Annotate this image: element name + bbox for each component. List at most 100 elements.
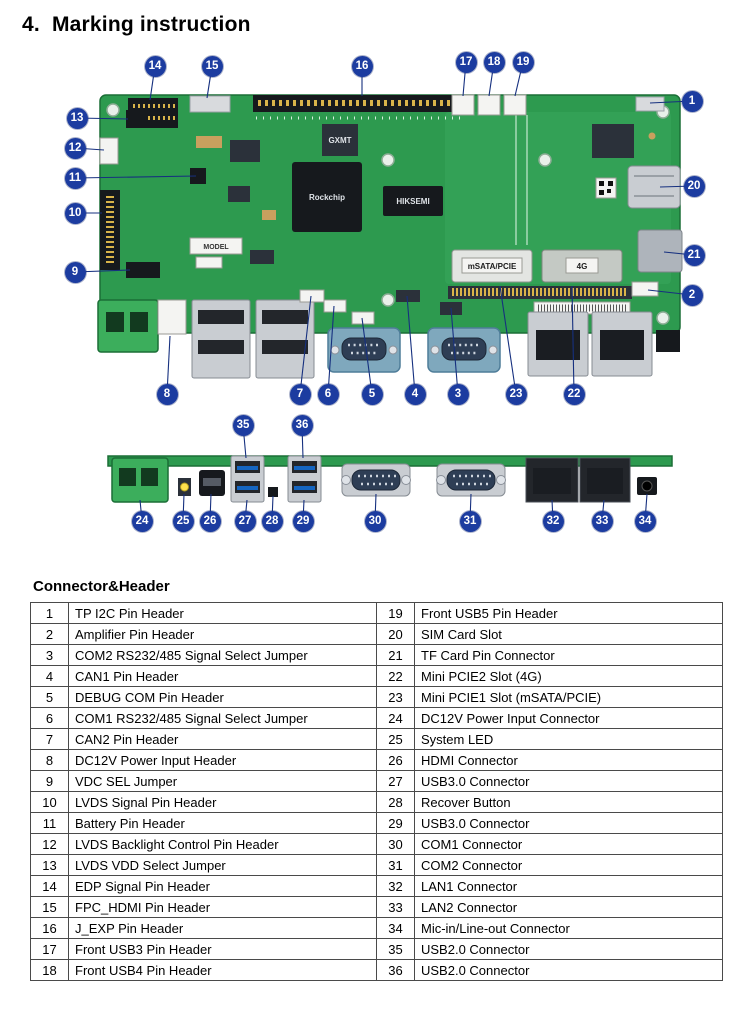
usb-stack (255, 299, 315, 379)
serial-port (327, 327, 401, 373)
callout-1: 1 (681, 90, 703, 112)
row-number: 3 (30, 644, 69, 666)
main-board-image: GXMT Rockchip HIKSEMI (97, 94, 683, 379)
callout-24: 24 (131, 510, 153, 532)
row-number: 19 (376, 602, 415, 624)
can2-header (299, 289, 325, 303)
svg-text:GXMT: GXMT (328, 136, 351, 145)
row-number: 25 (376, 728, 415, 750)
row-description: LAN1 Connector (414, 875, 723, 897)
row-description: COM2 Connector (414, 854, 723, 876)
row-number: 2 (30, 623, 69, 645)
callout-3: 3 (447, 383, 469, 405)
com1-select-jumper (323, 299, 347, 313)
row-number: 20 (376, 623, 415, 645)
row-number: 27 (376, 770, 415, 792)
row-description: Mini PCIE2 Slot (4G) (414, 665, 723, 687)
row-description: Mini PCIE1 Slot (mSATA/PCIE) (414, 686, 723, 708)
row-number: 5 (30, 686, 69, 708)
row-description: CAN2 Pin Header (68, 728, 377, 750)
row-description: SIM Card Slot (414, 623, 723, 645)
row-number: 8 (30, 749, 69, 771)
hiksemi-flash-chip: HIKSEMI (383, 186, 443, 216)
callout-35: 35 (232, 414, 254, 436)
com1-port (341, 463, 411, 497)
callout-19: 19 (512, 51, 534, 73)
callout-33: 33 (591, 510, 613, 532)
callout-17: 17 (455, 51, 477, 73)
battery-pin-header (190, 168, 206, 184)
capacitor (196, 136, 222, 148)
row-description: USB3.0 Connector (414, 770, 723, 792)
callout-18: 18 (483, 51, 505, 73)
edge-connector (656, 330, 680, 352)
com2-port (436, 463, 506, 497)
screw-hole (106, 103, 120, 117)
callout-12: 12 (64, 137, 86, 159)
row-number: 12 (30, 833, 69, 855)
hdmi-port (199, 470, 225, 496)
row-description: Battery Pin Header (68, 812, 377, 834)
row-number: 10 (30, 791, 69, 813)
row-description: Front USB5 Pin Header (414, 602, 723, 624)
row-number: 28 (376, 791, 415, 813)
edp-pin-header (128, 98, 178, 128)
serial-port (427, 327, 501, 373)
row-description: Recover Button (414, 791, 723, 813)
row-description: System LED (414, 728, 723, 750)
callout-10: 10 (64, 202, 86, 224)
row-number: 17 (30, 938, 69, 960)
row-description: LAN2 Connector (414, 896, 723, 918)
recover-button (268, 487, 278, 497)
lvds-backlight-header (99, 137, 119, 165)
row-number: 9 (30, 770, 69, 792)
callout-11: 11 (64, 167, 86, 189)
callout-22: 22 (563, 383, 585, 405)
lvds-vdd-jumper (126, 110, 148, 128)
row-number: 4 (30, 665, 69, 687)
row-description: LVDS Signal Pin Header (68, 791, 377, 813)
capacitor (262, 210, 276, 220)
svg-text:mSATA/PCIE: mSATA/PCIE (468, 262, 517, 271)
row-number: 14 (30, 875, 69, 897)
antenna-pad (648, 132, 656, 140)
callout-30: 30 (364, 510, 386, 532)
callout-34: 34 (634, 510, 656, 532)
row-number: 23 (376, 686, 415, 708)
callout-6: 6 (317, 383, 339, 405)
row-number: 26 (376, 749, 415, 771)
pcie-edge-connector (448, 286, 632, 299)
screw-hole (381, 153, 395, 167)
row-number: 24 (376, 707, 415, 729)
svg-text:4G: 4G (577, 262, 588, 271)
row-number: 33 (376, 896, 415, 918)
row-number: 16 (30, 917, 69, 939)
vdc-sel-jumper (126, 262, 160, 278)
edge-view-image (107, 455, 673, 503)
lan2-port (579, 457, 631, 503)
usb-stack (191, 299, 251, 379)
model-label: MODEL (189, 237, 243, 269)
row-description: LVDS VDD Select Jumper (68, 854, 377, 876)
board-artwork: GXMT Rockchip HIKSEMI (74, 61, 695, 522)
callout-31: 31 (459, 510, 481, 532)
can1-header (396, 290, 420, 302)
row-number: 1 (30, 602, 69, 624)
callout-2: 2 (681, 284, 703, 306)
callout-4: 4 (404, 383, 426, 405)
row-description: COM2 RS232/485 Signal Select Jumper (68, 644, 377, 666)
svg-text:HIKSEMI: HIKSEMI (396, 197, 429, 206)
row-description: USB2.0 Connector (414, 959, 723, 981)
row-number: 13 (30, 854, 69, 876)
